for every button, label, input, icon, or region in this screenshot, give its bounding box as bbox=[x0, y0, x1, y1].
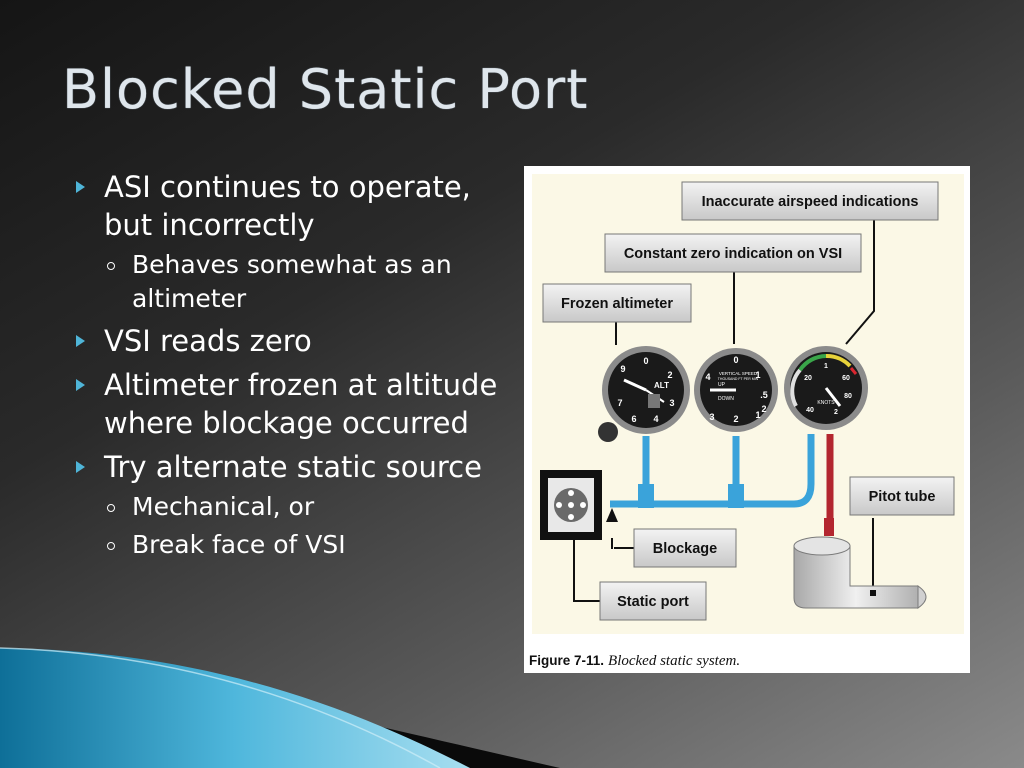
bullet-text: VSI reads zero bbox=[104, 324, 312, 358]
sub-bullet-mechanical: Mechanical, or bbox=[76, 490, 506, 524]
label-pitot-tube: Pitot tube bbox=[849, 476, 955, 516]
bullet-text: Try alternate static source bbox=[104, 450, 482, 484]
bullet-text: ASI continues to operate, but incorrectl… bbox=[104, 170, 471, 242]
bullet-arrow-icon bbox=[76, 335, 85, 347]
svg-text:7: 7 bbox=[617, 398, 622, 408]
svg-text:2: 2 bbox=[834, 409, 838, 416]
altimeter-face-label: ALT bbox=[654, 381, 669, 390]
airspeed-indicator-gauge: 1 60 80 2 40 20 KNOTS bbox=[784, 346, 868, 430]
sub-bullet-circle-icon bbox=[107, 542, 115, 550]
bullet-arrow-icon bbox=[76, 461, 85, 473]
bullet-list: ASI continues to operate, but incorrectl… bbox=[76, 168, 506, 562]
vsi-face-line1: VERTICAL SPEED bbox=[719, 371, 758, 376]
svg-text:.5: .5 bbox=[760, 390, 768, 400]
leader-lines bbox=[573, 220, 875, 602]
label-inaccurate-airspeed: Inaccurate airspeed indications bbox=[681, 181, 939, 221]
static-port bbox=[540, 470, 602, 540]
svg-text:3: 3 bbox=[669, 398, 674, 408]
svg-text:3: 3 bbox=[709, 412, 714, 422]
label-blockage: Blockage bbox=[633, 528, 737, 568]
vsi-up-label: UP bbox=[718, 382, 726, 388]
bullet-alternate-source: Try alternate static source bbox=[76, 448, 506, 486]
static-line-fittings bbox=[638, 484, 744, 508]
label-inaccurate-airspeed-text: Inaccurate airspeed indications bbox=[702, 194, 919, 210]
vsi-face-line2: THOUSAND FT PER MIN bbox=[718, 377, 759, 381]
label-static-port-text: Static port bbox=[617, 594, 689, 610]
svg-text:2: 2 bbox=[761, 404, 766, 414]
svg-text:4: 4 bbox=[705, 372, 710, 382]
bullet-asi: ASI continues to operate, but incorrectl… bbox=[76, 168, 506, 244]
svg-text:60: 60 bbox=[842, 375, 850, 382]
label-static-port: Static port bbox=[599, 581, 707, 621]
svg-text:20: 20 bbox=[804, 375, 812, 382]
label-frozen-altimeter-text: Frozen altimeter bbox=[561, 296, 673, 312]
svg-text:1: 1 bbox=[824, 363, 828, 370]
sub-bullet-circle-icon bbox=[107, 504, 115, 512]
altimeter-gauge: 0 2 3 4 67 9 ALT bbox=[598, 346, 690, 442]
label-pitot-tube-text: Pitot tube bbox=[869, 489, 936, 505]
figure-caption-number: Figure 7-11. bbox=[529, 653, 604, 668]
bullet-arrow-icon bbox=[76, 379, 85, 391]
sub-bullet-circle-icon bbox=[107, 262, 115, 270]
svg-text:80: 80 bbox=[844, 393, 852, 400]
svg-text:1: 1 bbox=[755, 410, 760, 420]
svg-text:0: 0 bbox=[733, 355, 738, 365]
label-frozen-altimeter: Frozen altimeter bbox=[542, 283, 692, 323]
figure-caption-text: Blocked static system. bbox=[608, 653, 740, 669]
slide-title: Blocked Static Port bbox=[62, 58, 589, 121]
label-blockage-text: Blockage bbox=[653, 541, 717, 557]
bullet-arrow-icon bbox=[76, 181, 85, 193]
asi-face-label: KNOTS bbox=[817, 400, 835, 406]
svg-text:4: 4 bbox=[653, 414, 658, 424]
bullet-vsi: VSI reads zero bbox=[76, 322, 506, 360]
svg-text:0: 0 bbox=[643, 356, 648, 366]
figure-caption: Figure 7-11. Blocked static system. bbox=[529, 653, 740, 669]
decorative-swoosh bbox=[0, 647, 560, 768]
blockage-arrow-icon bbox=[606, 508, 618, 522]
svg-text:2: 2 bbox=[733, 414, 738, 424]
pitot-tube bbox=[793, 518, 927, 609]
sub-bullet-text: Break face of VSI bbox=[132, 530, 346, 559]
vsi-down-label: DOWN bbox=[718, 396, 734, 402]
sub-bullet-text: Mechanical, or bbox=[132, 492, 315, 521]
svg-text:2: 2 bbox=[667, 370, 672, 380]
label-constant-zero-vsi-text: Constant zero indication on VSI bbox=[624, 246, 842, 262]
svg-text:6: 6 bbox=[631, 414, 636, 424]
svg-text:40: 40 bbox=[806, 407, 814, 414]
sub-bullet-text: Behaves somewhat as an altimeter bbox=[132, 250, 452, 313]
bullet-text: Altimeter frozen at altitude where block… bbox=[104, 368, 498, 440]
svg-text:9: 9 bbox=[620, 364, 625, 374]
sub-bullet-break-vsi: Break face of VSI bbox=[76, 528, 506, 562]
label-constant-zero-vsi: Constant zero indication on VSI bbox=[604, 233, 862, 273]
bullet-altimeter: Altimeter frozen at altitude where block… bbox=[76, 366, 506, 442]
vsi-gauge: 01.5 123 42 VERTICAL SPEED THOUSAND FT P… bbox=[694, 348, 778, 432]
svg-text:1: 1 bbox=[755, 370, 760, 380]
sub-bullet-altimeter-behavior: Behaves somewhat as an altimeter bbox=[76, 248, 506, 316]
